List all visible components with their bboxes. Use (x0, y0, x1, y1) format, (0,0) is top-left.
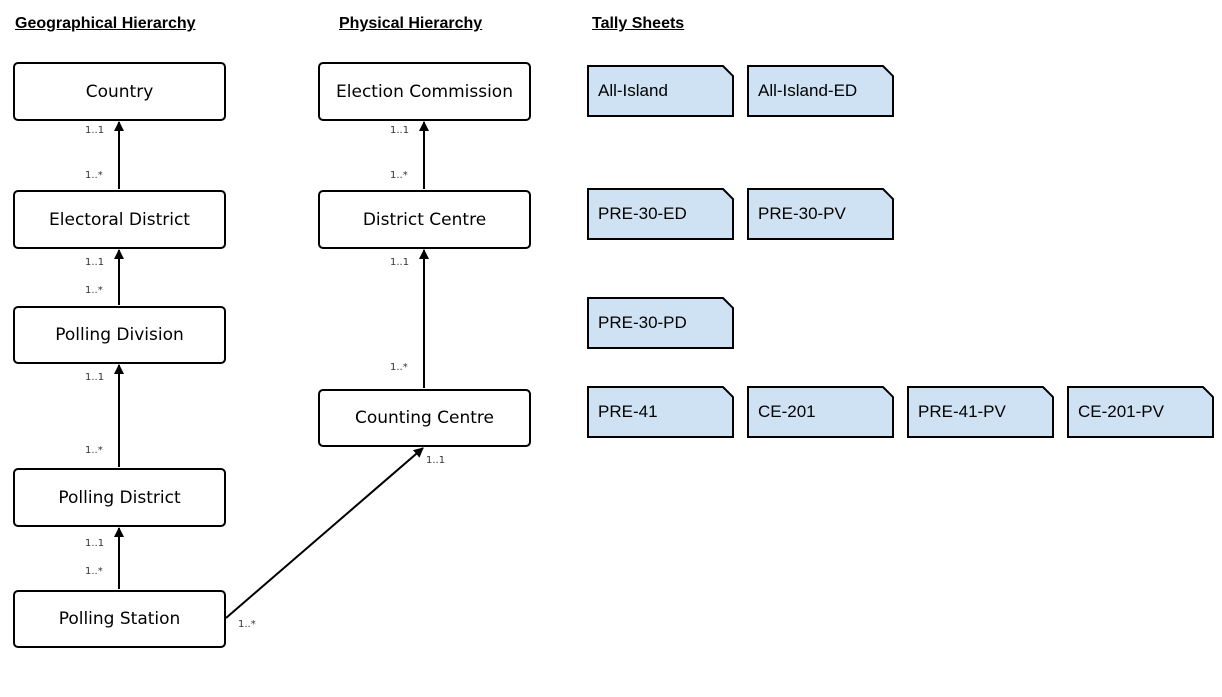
multiplicity-label: 1..* (390, 362, 408, 373)
counting-centre-node[interactable]: Counting Centre (318, 389, 531, 447)
tally-sheet-shape (587, 65, 734, 117)
tally-sheet-shape (587, 386, 734, 438)
tally-sheet-pre-41[interactable]: PRE-41 (587, 386, 734, 438)
multiplicity-label: 1..1 (85, 257, 105, 268)
tally-sheet-all-island[interactable]: All-Island (587, 65, 734, 117)
arrow-polling-station-to-counting-centre (225, 447, 424, 619)
country-node[interactable]: Country (13, 62, 226, 121)
tally-sheet-shape (747, 386, 894, 438)
multiplicity-label: 1..1 (85, 538, 105, 549)
multiplicity-label: 1..* (85, 285, 103, 296)
tally-sheet-label: PRE-30-PD (598, 313, 687, 332)
electoral-district-node[interactable]: Electoral District (13, 190, 226, 249)
tally-sheet-pre-30-pd[interactable]: PRE-30-PD (587, 297, 734, 349)
district-centre-node[interactable]: District Centre (318, 190, 531, 249)
tally-sheet-shape (747, 65, 894, 117)
multiplicity-label: 1..* (238, 619, 256, 630)
multiplicity-label: 1..* (390, 170, 408, 181)
multiplicity-label: 1..1 (426, 455, 446, 466)
tally-sheet-shape (1067, 386, 1214, 438)
tally-sheet-shape (907, 386, 1054, 438)
multiplicity-label: 1..1 (390, 257, 410, 268)
tally-sheet-label: PRE-41 (598, 402, 658, 421)
tally-sheet-pre-30-pv[interactable]: PRE-30-PV (747, 188, 894, 240)
physical-hierarchy-heading: Physical Hierarchy (339, 15, 483, 32)
tally-sheet-shape (587, 297, 734, 349)
multiplicity-label: 1..* (85, 566, 103, 577)
election-commission-node[interactable]: Election Commission (318, 62, 531, 121)
tally-sheet-pre-30-ed[interactable]: PRE-30-ED (587, 188, 734, 240)
tally-sheet-label: PRE-30-PV (758, 204, 846, 223)
tally-sheet-label: PRE-30-ED (598, 204, 687, 223)
tally-sheet-label: CE-201 (758, 402, 816, 421)
tally-sheet-shape (747, 188, 894, 240)
multiplicity-label: 1..1 (85, 125, 105, 136)
geographical-hierarchy-heading: Geographical Hierarchy (15, 15, 196, 32)
polling-division-node[interactable]: Polling Division (13, 306, 226, 364)
multiplicity-label: 1..* (85, 170, 103, 181)
polling-district-node[interactable]: Polling District (13, 468, 226, 527)
tally-sheet-ce-201[interactable]: CE-201 (747, 386, 894, 438)
multiplicity-label: 1..1 (85, 372, 105, 383)
multiplicity-label: 1..1 (390, 125, 410, 136)
tally-sheet-ce-201-pv[interactable]: CE-201-PV (1067, 386, 1214, 438)
tally-sheet-label: All-Island-ED (758, 81, 858, 100)
tally-sheet-label: PRE-41-PV (918, 402, 1006, 421)
multiplicity-label: 1..* (85, 445, 103, 456)
tally-sheet-label: All-Island (598, 81, 668, 100)
polling-station-node[interactable]: Polling Station (13, 590, 226, 648)
tally-sheets-heading: Tally Sheets (592, 15, 685, 32)
tally-sheet-pre-41-pv[interactable]: PRE-41-PV (907, 386, 1054, 438)
tally-sheet-all-island-ed[interactable]: All-Island-ED (747, 65, 894, 117)
tally-sheet-shape (587, 188, 734, 240)
tally-sheet-label: CE-201-PV (1078, 402, 1164, 421)
